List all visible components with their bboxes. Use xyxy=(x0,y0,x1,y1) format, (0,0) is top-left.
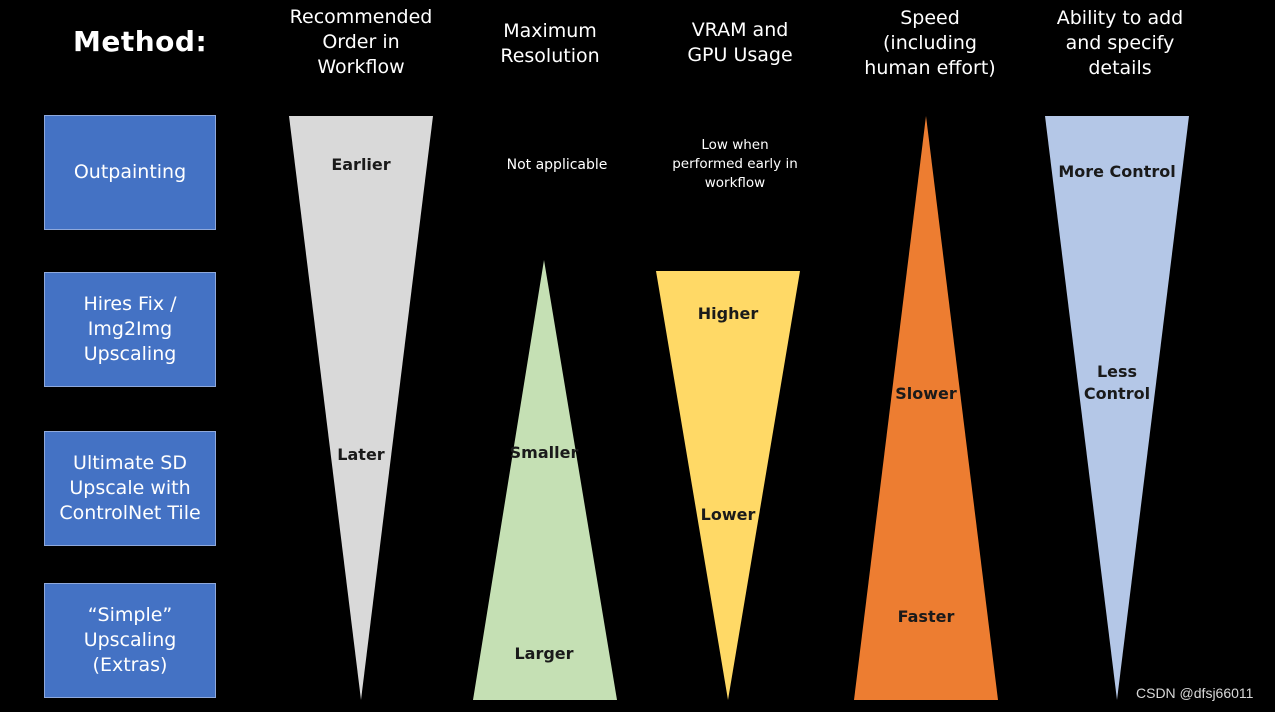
watermark: CSDN @dfsj66011 xyxy=(1136,685,1254,701)
vram-higher-label: Higher xyxy=(697,304,759,323)
vram-lower-label: Lower xyxy=(700,505,756,524)
vram-note: Low when performed early in workflow xyxy=(672,137,798,191)
header-order: Recommended Order in Workflow xyxy=(289,6,433,78)
resolution-larger-label: Larger xyxy=(514,644,574,663)
resolution-triangle xyxy=(473,260,617,700)
order-earlier-label: Earlier xyxy=(331,155,391,174)
speed-slower-label: Slower xyxy=(895,384,957,403)
method-ultimate-sd-upscale: Ultimate SD Upscale with ControlNet Tile xyxy=(44,431,216,546)
header-control: Ability to add and specify details xyxy=(1056,7,1184,79)
method-title: Method: xyxy=(73,25,208,58)
order-triangle xyxy=(289,116,433,700)
header-resolution: Maximum Resolution xyxy=(500,20,600,67)
resolution-smaller-label: Smaller xyxy=(509,443,579,462)
speed-faster-label: Faster xyxy=(897,607,955,626)
order-later-label: Later xyxy=(337,445,385,464)
header-vram: VRAM and GPU Usage xyxy=(687,19,793,66)
control-more-label: More Control xyxy=(1058,162,1176,181)
resolution-note: Not applicable xyxy=(506,157,608,173)
method-hires-fix: Hires Fix / Img2Img Upscaling xyxy=(44,272,216,387)
control-triangle xyxy=(1045,116,1189,700)
method-outpainting: Outpainting xyxy=(44,115,216,230)
method-simple-upscaling: “Simple” Upscaling (Extras) xyxy=(44,583,216,698)
header-speed: Speed (including human effort) xyxy=(864,7,996,79)
control-less-label: Less Control xyxy=(1083,362,1151,403)
speed-triangle xyxy=(854,116,998,700)
vram-triangle xyxy=(656,271,800,700)
